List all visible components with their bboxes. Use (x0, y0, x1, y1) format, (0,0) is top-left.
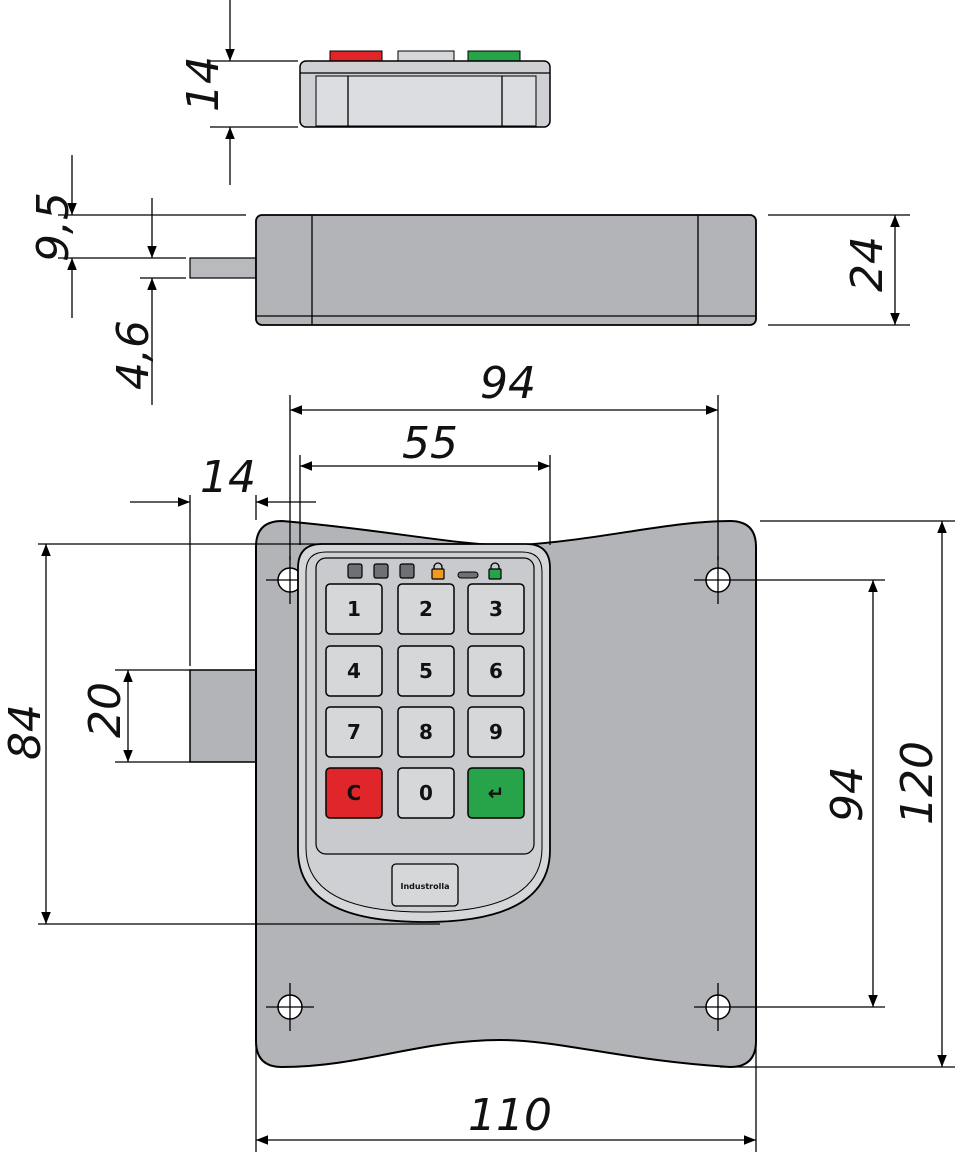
side-view: 9,5 4,6 24 (28, 155, 910, 405)
key-7[interactable]: 7 (325, 706, 383, 758)
led-3 (399, 563, 415, 579)
led-2 (373, 563, 389, 579)
key-8[interactable]: 8 (397, 706, 455, 758)
dim-total-width: 110 (468, 1090, 552, 1141)
key-5[interactable]: 5 (397, 645, 455, 697)
front-view: 1 2 3 4 5 6 7 8 9C 0 ↵ Industrolla 94 55 14 20 (0, 358, 955, 1152)
key-label: 9 (489, 720, 503, 744)
mounting-hole-bottom-right (694, 983, 742, 1031)
padlock-green-icon (488, 562, 502, 580)
dim-bolt-offset: 9,5 (28, 192, 79, 262)
key-0[interactable]: 0 (397, 767, 455, 819)
key-cancel[interactable]: C (325, 767, 383, 819)
dim-bolt-height: 20 (80, 682, 131, 738)
key-label: 8 (419, 720, 433, 744)
key-label: 4 (347, 659, 361, 683)
mounting-hole-bottom-left (266, 983, 314, 1031)
key-enter[interactable]: ↵ (467, 767, 525, 819)
key-2[interactable]: 2 (397, 583, 455, 635)
dim-depth: 24 (842, 236, 893, 292)
top-view: 14 (178, 0, 551, 185)
dim-keypad-width: 55 (402, 418, 458, 469)
key-label: ↵ (488, 781, 505, 805)
key-label: 5 (419, 659, 433, 683)
dim-total-height: 120 (892, 741, 943, 825)
key-label: 2 (419, 597, 433, 621)
key-label: 1 (347, 597, 361, 621)
dim-bolt-thickness: 4,6 (108, 320, 159, 390)
dim-hole-spacing-v: 94 (822, 766, 873, 822)
key-label: 0 (419, 781, 433, 805)
mounting-hole-top-right (694, 556, 742, 604)
key-label: C (347, 781, 362, 805)
padlock-amber-icon (431, 562, 445, 580)
dim-bolt-projection: 14 (200, 452, 256, 503)
dim-keypad-height: 84 (0, 704, 51, 760)
key-label: 7 (347, 720, 361, 744)
usb-port-icon (457, 571, 479, 579)
key-1[interactable]: 1 (325, 583, 383, 635)
keypad-keys: 1 2 3 4 5 6 7 8 9C 0 ↵ (325, 583, 525, 819)
dim-hole-spacing-h: 94 (480, 358, 536, 409)
led-1 (347, 563, 363, 579)
brand-label: Industrolla (400, 882, 449, 891)
key-6[interactable]: 6 (467, 645, 525, 697)
key-4[interactable]: 4 (325, 645, 383, 697)
dim-top-height: 14 (178, 56, 229, 112)
key-9[interactable]: 9 (467, 706, 525, 758)
key-3[interactable]: 3 (467, 583, 525, 635)
key-label: 6 (489, 659, 503, 683)
key-label: 3 (489, 597, 503, 621)
